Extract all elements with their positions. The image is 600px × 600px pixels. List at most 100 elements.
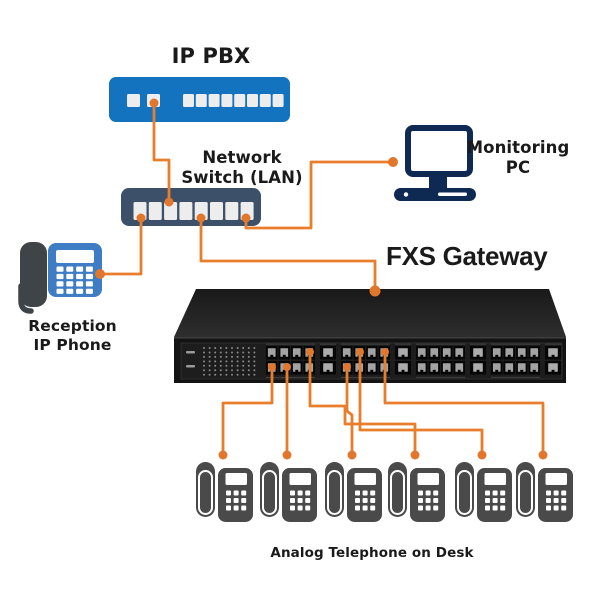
vent-dot [247,369,250,372]
keypad-key [355,505,360,511]
vent-dot [208,369,211,372]
ethernet-port-notch [476,354,480,358]
monitor-stand [429,175,447,190]
ethernet-port-notch [401,369,405,373]
connection-dot [282,450,292,460]
keypad-key [492,498,498,503]
keypad-key [553,498,559,503]
connection-dot [388,157,398,167]
fxs-port-notch [457,369,461,373]
ip-pbx-label: IP PBX [171,44,251,68]
vent-dot [208,355,211,358]
vent-dot [203,373,205,376]
keypad-key [433,505,439,511]
analog-phones-group [196,462,573,522]
ip-pbx-port [208,94,220,107]
handset-cord [18,283,34,314]
analog-handset-outline [262,470,277,515]
reception-handset [20,242,47,307]
keypad-key [85,266,93,272]
connection-dot [196,213,206,223]
fxs-port-jack [492,363,501,372]
monitoring-pc-device [394,125,476,201]
keypad-key [433,498,439,503]
port-label-strip [470,343,486,345]
analog-handset-outline [518,470,533,515]
keypad-key [290,490,295,496]
reception-ip-phone-device [18,242,102,314]
fxs-port-notch [282,354,286,358]
ethernet-port-jack [473,348,483,357]
keypad-key [561,490,567,496]
reception-phone-screen [56,250,94,263]
vent-dot [242,347,245,349]
port-label-strip [341,376,390,378]
vent-dot [203,347,205,349]
fxs-gateway-device [174,289,566,383]
vent-dot [242,355,245,358]
cable-switch-to-reception-phone [98,216,143,276]
vent-dot [214,364,217,367]
keypad-key [370,498,376,503]
vent-dot [236,373,239,376]
gateway-top-face [174,289,566,337]
keypad-key [297,490,303,496]
vent-dot [225,364,228,367]
vent-dot [253,360,256,363]
fxs-port-jack [367,363,376,372]
analog-phone-screen [225,473,247,485]
vent-dot [219,373,222,376]
drive-slot [438,192,467,196]
power-led-icon [403,192,409,197]
ethernet-port-notch [551,369,555,373]
ethernet-port-jack [548,363,558,372]
fxs-port-notch [520,369,524,373]
analog-phone-screen [484,473,506,485]
port-label-strip [416,343,465,345]
vent-dot [253,369,256,372]
keypad-key [85,281,93,287]
connection-dot [136,213,146,223]
vent-dot [247,373,250,376]
fxs-port-jack [442,348,451,357]
vent-dot [231,351,233,354]
ethernet-port-notch [551,354,555,358]
vent-dot [231,347,233,349]
fxs-port-notch [457,354,461,358]
keypad-key [85,288,93,294]
connection-dot [218,450,228,460]
vent-dot [231,355,233,358]
fxs-port-notch [295,369,299,373]
reception-label-line1: Reception [28,317,117,335]
keypad-key [418,498,423,503]
fxs-port-jack [505,363,514,372]
vent-dot [225,369,228,372]
vent-dot [219,360,222,363]
vent-dot [225,360,228,363]
vent-dot [214,355,217,358]
keypad-key [226,490,231,496]
vent-dot [247,347,250,349]
connection-dot [538,450,548,460]
vent-dot [208,364,211,367]
analog-phone-screen [289,473,311,485]
vent-dot [231,364,233,367]
ethernet-port-jack [398,348,408,357]
keypad-key [241,498,247,503]
connection-dot [95,269,105,279]
ethernet-port-notch [401,354,405,358]
ip-pbx-port [259,94,271,107]
fxs-port-jack [417,363,426,372]
fxs-port-notch [532,369,536,373]
keypad-key [66,281,74,287]
vent-dot [242,351,245,354]
ethernet-port-notch [476,369,480,373]
keypad-key [553,490,559,496]
fxs-port-notch [445,354,449,358]
analog-phone-4 [388,462,445,522]
analog-phone-6 [516,462,573,522]
port-label-strip [266,376,315,378]
cable-switch-to-monitoring-pc [244,160,395,230]
